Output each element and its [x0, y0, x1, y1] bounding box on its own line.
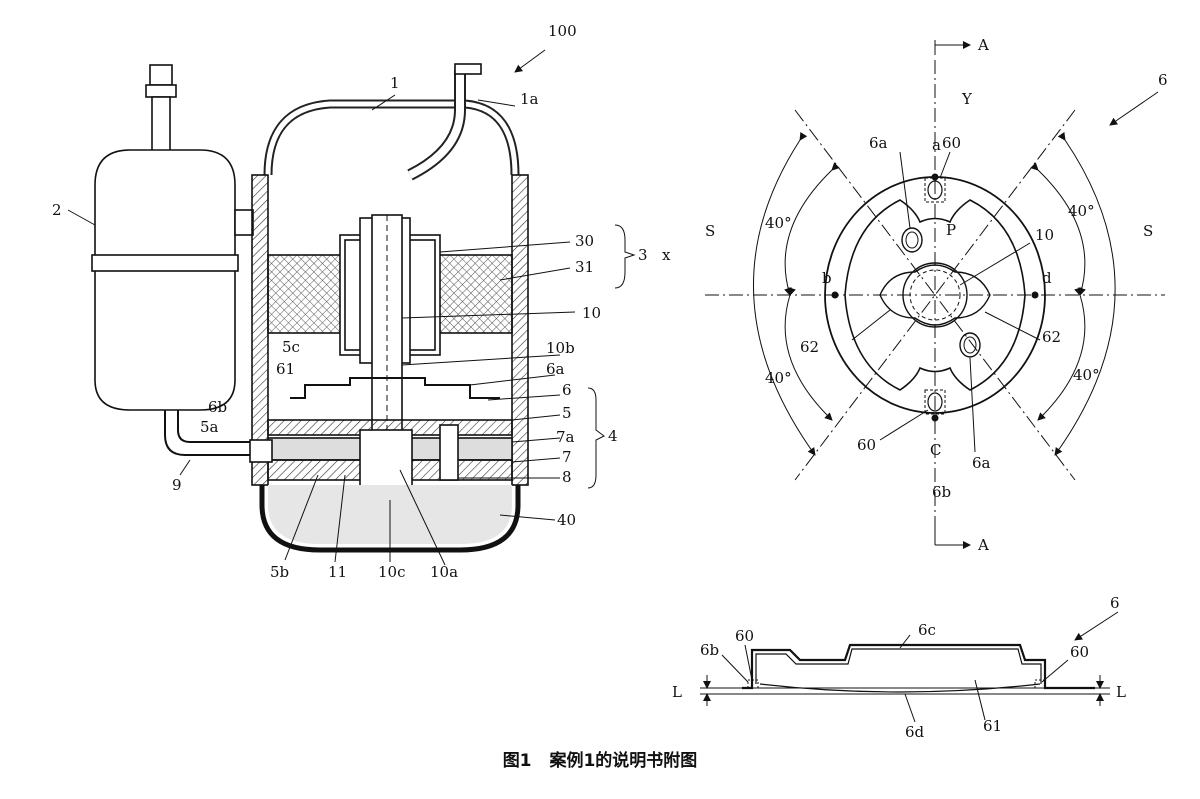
label-5a: 5a [200, 418, 219, 436]
suction-pipe [164, 410, 252, 456]
label-40-tl: 40° [765, 214, 792, 232]
label-61-section: 61 [983, 717, 1002, 735]
label-b: b [822, 269, 832, 287]
label-d: d [1042, 269, 1052, 287]
label-6d: 6d [905, 723, 925, 741]
plate-section-view [700, 611, 1119, 723]
plate-6-section [290, 377, 500, 399]
label-10c: 10c [378, 563, 406, 581]
accumulator [91, 64, 254, 411]
label-1: 1 [390, 74, 400, 92]
label-6-plan: 6 [1158, 71, 1168, 89]
label-60-section-left: 60 [735, 627, 754, 645]
label-6a: 6a [546, 360, 565, 378]
figure-number: 图1 [502, 751, 532, 771]
label-2: 2 [52, 201, 62, 219]
section-labels: 6 6c 6b 60 60 L L 6d 61 [672, 594, 1126, 741]
label-10a: 10a [430, 563, 458, 581]
label-62-left: 62 [800, 338, 819, 356]
label-7: 7 [562, 448, 572, 466]
figure-caption: 图1 案例1的说明书附图 [0, 746, 1200, 771]
plate-profile [742, 643, 1095, 690]
label-1a: 1a [520, 90, 539, 108]
label-6c: 6c [918, 621, 936, 639]
compression-mechanism [249, 419, 513, 501]
plan-labels: A A Y x 6 S S 40° 40° 40° 40° 6a a 60 P … [662, 36, 1168, 554]
label-6: 6 [562, 381, 572, 399]
label-C: C [930, 441, 941, 459]
label-30: 30 [575, 232, 594, 250]
label-11: 11 [328, 563, 347, 581]
label-x: x [662, 246, 671, 264]
label-6b-plan: 6b [932, 483, 951, 501]
label-3: 3 [638, 246, 648, 264]
label-6b: 6b [208, 398, 227, 416]
label-31: 31 [575, 258, 594, 276]
plate-plan-view [705, 40, 1165, 549]
left-leader-lines [67, 49, 636, 566]
label-6-section: 6 [1110, 594, 1120, 612]
label-5: 5 [562, 404, 572, 422]
label-L-left: L [672, 683, 682, 701]
label-S-right: S [1143, 222, 1153, 240]
label-10b: 10b [546, 339, 575, 357]
label-4: 4 [608, 427, 618, 445]
label-a: a [932, 136, 941, 154]
label-60-section-right: 60 [1070, 643, 1089, 661]
label-L-right: L [1116, 683, 1126, 701]
label-10-plan: 10 [1035, 226, 1054, 244]
label-5c: 5c [282, 338, 300, 356]
label-60-top: 60 [942, 134, 961, 152]
label-6a-bottom: 6a [972, 454, 991, 472]
label-9: 9 [172, 476, 182, 494]
label-10: 10 [582, 304, 601, 322]
label-62-right: 62 [1042, 328, 1061, 346]
label-61: 61 [276, 360, 295, 378]
label-A-top: A [977, 36, 989, 54]
label-7a: 7a [556, 428, 575, 446]
compressor-section-view [91, 63, 529, 553]
label-40-br: 40° [1073, 366, 1100, 384]
label-A-bottom: A [977, 536, 989, 554]
label-40-bl: 40° [765, 369, 792, 387]
figure-title: 案例1的说明书附图 [549, 751, 698, 771]
label-S-left: S [705, 222, 715, 240]
label-8: 8 [562, 468, 572, 486]
label-40-tr: 40° [1068, 202, 1095, 220]
label-6b-section: 6b [700, 641, 719, 659]
label-P: P [946, 221, 956, 239]
label-60-bottom: 60 [857, 436, 876, 454]
label-100: 100 [548, 22, 577, 40]
label-Y: Y [961, 90, 973, 108]
label-6a-top: 6a [869, 134, 888, 152]
label-5b: 5b [270, 563, 289, 581]
left-labels: 100 1 1a 2 30 31 3 10 5c 10b 61 6a 6 6b … [52, 22, 648, 581]
label-40: 40 [557, 511, 576, 529]
plate-inner-contour [844, 199, 1026, 391]
